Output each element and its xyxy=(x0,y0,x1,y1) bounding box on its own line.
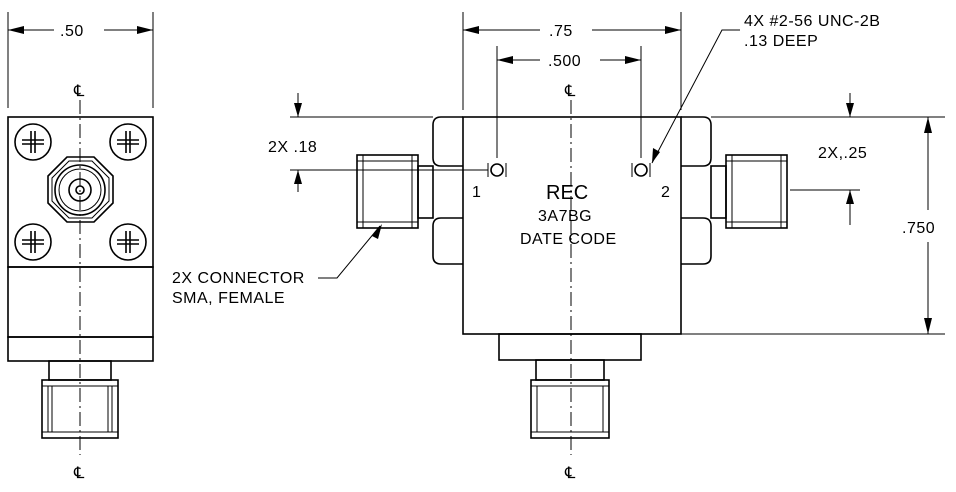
arrowhead xyxy=(8,26,24,34)
screw-icon xyxy=(109,123,147,161)
arrowhead xyxy=(463,26,479,34)
arrowhead xyxy=(294,170,302,184)
port-2-label: 2 xyxy=(661,184,670,201)
screw-icon xyxy=(14,123,52,161)
screw-icon xyxy=(109,223,147,261)
port-1-label: 1 xyxy=(472,184,481,201)
connector-callout: 2X CONNECTOR xyxy=(172,270,305,287)
tapped-hole-icon xyxy=(631,163,651,177)
left-tab-lower xyxy=(432,217,463,265)
centerline-symbol-icon: ℄ xyxy=(564,83,576,100)
right-sma-connector-icon xyxy=(710,154,788,229)
right-offset-dimension: 2X,.25 xyxy=(818,145,867,162)
sma-connector-face-icon xyxy=(47,156,114,223)
height-dimension: .750 xyxy=(902,220,935,237)
right-tab-lower xyxy=(681,217,712,265)
overall-width-dimension: .75 xyxy=(549,23,573,40)
tapped-hole-icon xyxy=(487,163,507,177)
centerline-symbol-icon: ℄ xyxy=(73,83,85,100)
arrowhead xyxy=(625,56,641,64)
arrowhead xyxy=(652,148,660,163)
centerline-symbol-icon: ℄ xyxy=(564,465,576,482)
part-number: 3A7BG xyxy=(538,208,592,225)
connector-type: SMA, FEMALE xyxy=(172,290,285,307)
left-offset-dimension: 2X .18 xyxy=(268,139,317,156)
arrowhead xyxy=(137,26,153,34)
screw-icon xyxy=(14,223,52,261)
arrowhead xyxy=(924,117,932,133)
arrowhead xyxy=(497,56,513,64)
left-tab-upper xyxy=(432,116,463,167)
arrowhead xyxy=(924,318,932,334)
bottom-sma-connector-icon xyxy=(498,333,642,439)
tapped-hole-callout: 4X #2-56 UNC-2B xyxy=(744,13,880,30)
tapped-hole-leader xyxy=(651,29,740,164)
arrowhead xyxy=(372,224,382,239)
side-view: .50 ℄ xyxy=(7,12,154,482)
tapped-hole-depth: .13 DEEP xyxy=(744,33,818,50)
arrowhead xyxy=(665,26,681,34)
centerline-symbol-icon: ℄ xyxy=(73,465,85,482)
sma-connector-side-icon xyxy=(41,360,119,439)
right-tab-upper xyxy=(681,116,712,167)
front-body xyxy=(462,116,682,335)
device-label: REC xyxy=(546,182,588,204)
arrowhead xyxy=(846,103,854,117)
hole-spacing-dimension: .500 xyxy=(548,53,581,70)
arrowhead xyxy=(846,190,854,204)
left-sma-connector-icon xyxy=(356,154,434,229)
connector-leader xyxy=(318,225,381,279)
side-width-dimension: .50 xyxy=(60,23,84,40)
date-code: DATE CODE xyxy=(520,231,617,248)
front-view: .75 .500 ℄ xyxy=(172,12,945,482)
arrowhead xyxy=(294,103,302,117)
